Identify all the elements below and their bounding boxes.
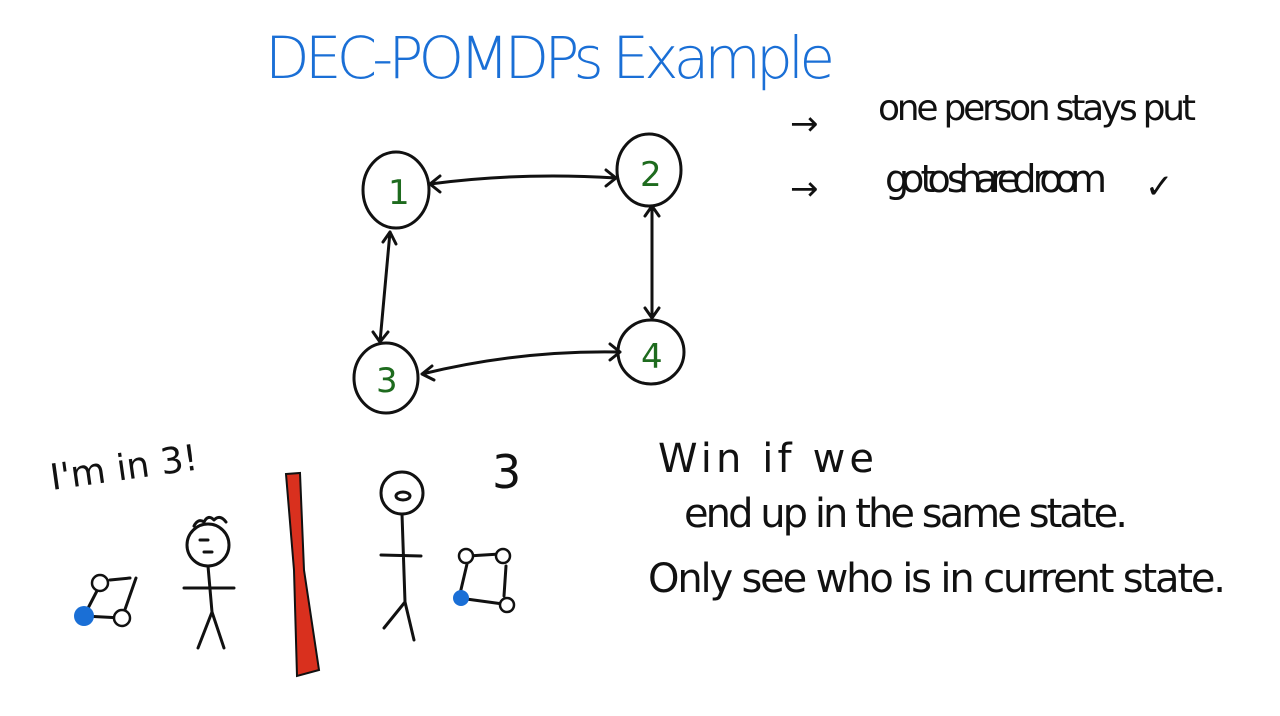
node-2-label: 2 xyxy=(640,155,662,195)
arrow-icon: → xyxy=(790,169,819,209)
option-stay-put: one person stays put xyxy=(878,88,1196,129)
stick-figure-right xyxy=(379,470,425,642)
node-2-circle xyxy=(615,132,683,208)
current-position-marker xyxy=(453,590,469,606)
node-3-label: 3 xyxy=(376,361,398,401)
divider-wall xyxy=(284,471,321,678)
check-icon: ✓ xyxy=(1145,167,1174,207)
node-3-circle xyxy=(352,341,420,415)
stick-figure-left xyxy=(182,515,236,650)
option-shared-room: go to shared room xyxy=(885,157,1107,201)
speech-text: I'm in 3! xyxy=(48,438,201,499)
rule-line-2: end up in the same state. xyxy=(684,491,1128,537)
node-1-circle xyxy=(361,150,431,230)
edge-3-4-arrow xyxy=(420,342,622,382)
arrow-icon: → xyxy=(790,104,819,144)
mini-graph-right xyxy=(453,547,516,614)
state-graph: 1 2 3 4 xyxy=(352,132,686,415)
node-1-label: 1 xyxy=(388,173,410,213)
other-state-label: 3 xyxy=(492,445,521,499)
mini-graph-left xyxy=(74,573,138,628)
title: DEC-POMDPs Example xyxy=(265,24,835,92)
current-position-marker xyxy=(74,606,94,626)
rule-line-1: Win if we xyxy=(658,436,874,482)
edge-1-3-arrow xyxy=(371,230,398,344)
rule-line-3: Only see who is in current state. xyxy=(648,556,1226,602)
node-4-label: 4 xyxy=(641,337,663,377)
edge-2-4-arrow xyxy=(643,204,661,320)
edge-1-2-arrow xyxy=(428,168,618,194)
